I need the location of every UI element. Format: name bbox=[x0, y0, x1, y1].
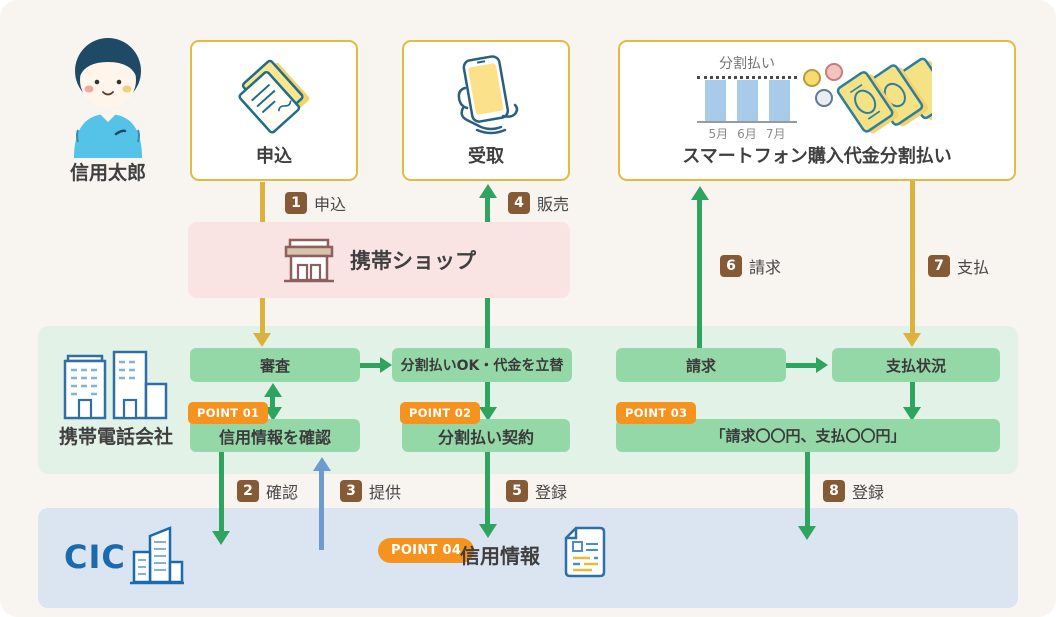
step-label: 支払 bbox=[957, 258, 990, 277]
arrowhead bbox=[264, 407, 282, 421]
hand-phone-icon bbox=[457, 55, 519, 135]
arrow-billing-up bbox=[697, 199, 702, 348]
cic-logo-text: CIC bbox=[64, 538, 126, 576]
step-number: 5 bbox=[506, 480, 528, 502]
month-label: 5月 bbox=[708, 127, 729, 141]
point-04-badge: POINT 04 bbox=[378, 538, 475, 563]
step-label: 確認 bbox=[266, 483, 299, 502]
step-number: 3 bbox=[340, 480, 362, 502]
step-label: 登録 bbox=[852, 483, 885, 502]
credit-check-box: 信用情報を確認 bbox=[190, 419, 360, 452]
step-label: 販売 bbox=[537, 195, 570, 214]
arrowhead bbox=[816, 357, 828, 373]
apply-label: 申込 bbox=[256, 146, 292, 167]
arrow-screening-check bbox=[270, 395, 275, 408]
step-number: 7 bbox=[928, 255, 950, 277]
step-number: 2 bbox=[237, 480, 259, 502]
cic-building-icon bbox=[130, 526, 184, 585]
arrow-register5-down bbox=[485, 452, 490, 525]
arrowhead bbox=[479, 184, 497, 198]
shop-label: 携帯ショップ bbox=[350, 249, 476, 273]
amounts-box: 「請求〇〇円、支払〇〇円」 bbox=[616, 419, 1000, 452]
arrow-pay-down bbox=[910, 181, 915, 333]
mini-chart-dotted-line bbox=[697, 76, 797, 79]
step-7: 7 支払 bbox=[928, 254, 989, 278]
step-1: 1 申込 bbox=[285, 191, 346, 215]
arrowhead bbox=[479, 524, 497, 538]
arrowhead bbox=[903, 407, 921, 421]
person-name: 信用太郎 bbox=[69, 162, 146, 184]
screening-box: 審査 bbox=[190, 348, 360, 382]
arrowhead bbox=[380, 357, 392, 373]
arrowhead bbox=[253, 333, 271, 347]
billing-box: 請求 bbox=[616, 348, 786, 382]
apply-box: 申込 bbox=[190, 40, 358, 181]
installment-title: スマートフォン購入代金分割払い bbox=[682, 146, 952, 167]
credit-document-icon bbox=[564, 526, 606, 578]
point-01-badge: POINT 01 bbox=[188, 402, 269, 424]
phone-company-label: 携帯電話会社 bbox=[58, 426, 173, 448]
mini-chart-bars bbox=[697, 80, 797, 121]
step-5: 5 登録 bbox=[506, 479, 567, 503]
arrowhead bbox=[798, 526, 816, 540]
mini-chart-baseline bbox=[697, 121, 797, 123]
shop-icon bbox=[284, 238, 334, 283]
arrow-register8-down bbox=[805, 452, 810, 527]
mobile-shop-box: 携帯ショップ bbox=[188, 222, 570, 298]
step-label: 請求 bbox=[749, 258, 782, 277]
installment-box: 分割払い 5月 6月 7月 bbox=[618, 40, 1016, 181]
step-label: 登録 bbox=[535, 483, 568, 502]
step-8: 8 登録 bbox=[823, 479, 884, 503]
arrow-ok-contract bbox=[485, 382, 490, 408]
step-number: 1 bbox=[285, 192, 307, 214]
arrowhead bbox=[313, 457, 331, 471]
credit-info-label: 信用情報 bbox=[460, 544, 540, 568]
arrowhead bbox=[264, 383, 282, 397]
mini-chart-title: 分割払い bbox=[719, 56, 775, 72]
arrow-screening-ok bbox=[358, 363, 381, 368]
receive-label: 受取 bbox=[468, 146, 504, 167]
arrowhead bbox=[691, 186, 709, 200]
person-avatar bbox=[74, 38, 142, 158]
contract-box: 分割払い契約 bbox=[402, 419, 570, 452]
point-03-badge: POINT 03 bbox=[616, 402, 697, 424]
receive-box: 受取 bbox=[402, 40, 570, 181]
step-4: 4 販売 bbox=[508, 191, 569, 215]
documents-icon bbox=[238, 59, 310, 134]
bar-june bbox=[736, 80, 758, 121]
arrow-status-amounts bbox=[910, 382, 915, 408]
step-2: 2 確認 bbox=[237, 479, 298, 503]
point-02-badge: POINT 02 bbox=[400, 402, 481, 424]
arrow-provide-up bbox=[319, 470, 324, 550]
month-label: 6月 bbox=[737, 127, 757, 141]
step-label: 提供 bbox=[369, 483, 402, 502]
bar-july bbox=[768, 80, 790, 121]
step-label: 申込 bbox=[314, 195, 347, 214]
arrow-confirm-down bbox=[219, 452, 224, 532]
step-number: 6 bbox=[720, 255, 742, 277]
company-buildings-icon bbox=[63, 350, 168, 420]
arrow-billing-status bbox=[786, 363, 817, 368]
step-3: 3 提供 bbox=[340, 479, 401, 503]
bar-may bbox=[704, 80, 726, 121]
money-icon bbox=[803, 57, 932, 134]
step-number: 4 bbox=[508, 192, 530, 214]
arrowhead bbox=[212, 531, 230, 545]
arrowhead bbox=[903, 333, 921, 347]
payment-status-box: 支払状況 bbox=[832, 348, 1000, 382]
month-label: 7月 bbox=[765, 127, 786, 141]
ok-advance-box: 分割払いOK・代金を立替 bbox=[392, 348, 572, 382]
arrowhead bbox=[479, 407, 497, 421]
step-6: 6 請求 bbox=[720, 254, 781, 278]
cic-band bbox=[38, 508, 1018, 608]
installment-mini-chart: 分割払い 5月 6月 7月 bbox=[697, 53, 797, 142]
step-number: 8 bbox=[823, 480, 845, 502]
